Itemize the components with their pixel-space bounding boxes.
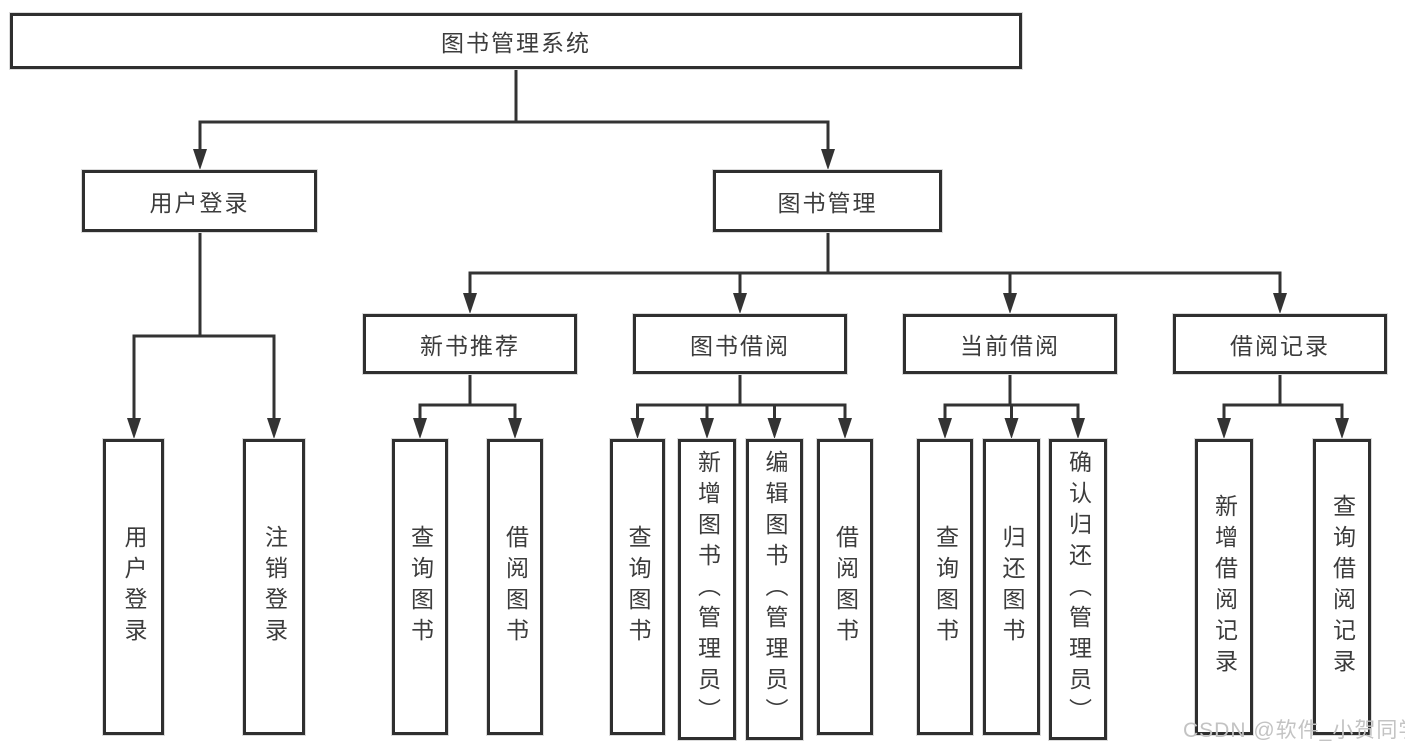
arrowhead-icon: [1273, 293, 1287, 314]
node-label: 新书推荐: [420, 333, 520, 359]
node-label: 用户登录: [149, 190, 250, 216]
leaf-edit-books-admin: 编辑图书（管理员）: [746, 439, 803, 740]
leaf-add-borrow-record: 新增借阅记录: [1195, 439, 1253, 735]
leaf-borrowing-borrow-books: 借阅图书: [817, 439, 873, 735]
node-root: 图书管理系统: [10, 13, 1022, 69]
node-label: 查询图书: [932, 525, 959, 649]
arrowhead-icon: [413, 418, 427, 439]
leaf-borrowing-query-books: 查询图书: [610, 439, 665, 735]
arrowhead-icon: [1335, 418, 1349, 439]
arrowhead-icon: [938, 418, 952, 439]
leaf-recommend-borrow-books: 借阅图书: [487, 439, 543, 735]
node-user-login: 用户登录: [82, 170, 317, 232]
arrowhead-icon: [1004, 418, 1019, 439]
leaf-return-books: 归还图书: [983, 439, 1040, 735]
node-borrowing-records: 借阅记录: [1173, 314, 1387, 374]
leaf-add-books-admin: 新增图书（管理员）: [678, 439, 736, 740]
node-label: 确认归还（管理员）: [1065, 450, 1092, 729]
arrowhead-icon: [267, 418, 281, 439]
arrowhead-icon: [193, 149, 207, 170]
node-label: 用户登录: [121, 525, 147, 649]
node-new-book-recommend: 新书推荐: [363, 314, 577, 374]
node-label: 新增借阅记录: [1211, 494, 1238, 680]
node-book-borrowing: 图书借阅: [633, 314, 847, 374]
node-label: 注销登录: [261, 525, 288, 649]
leaf-query-borrow-record: 查询借阅记录: [1313, 439, 1371, 735]
arrowhead-icon: [733, 293, 747, 314]
arrowhead-icon: [1217, 418, 1231, 439]
node-label: 图书管理系统: [441, 30, 591, 56]
arrowhead-icon: [821, 149, 835, 170]
leaf-confirm-return-admin: 确认归还（管理员）: [1049, 439, 1107, 740]
csdn-watermark: CSDN @软件_小贺同学: [1183, 719, 1405, 742]
arrowhead-icon: [127, 418, 141, 439]
leaf-logout: 注销登录: [243, 439, 305, 735]
leaf-recommend-query-books: 查询图书: [392, 439, 448, 735]
arrowhead-icon: [508, 418, 522, 439]
node-label: 查询图书: [407, 525, 434, 649]
arrowhead-icon: [463, 293, 477, 314]
arrowhead-icon: [1071, 418, 1085, 439]
node-label: 借阅记录: [1230, 333, 1330, 359]
node-current-borrowing: 当前借阅: [903, 314, 1117, 374]
arrowhead-icon: [630, 418, 645, 439]
leaf-user-login: 用户登录: [103, 439, 164, 735]
node-label: 借阅图书: [832, 525, 859, 649]
node-label: 当前借阅: [960, 333, 1060, 359]
arrowhead-icon: [1003, 293, 1017, 314]
leaf-current-query-books: 查询图书: [917, 439, 973, 735]
node-label: 新增图书（管理员）: [694, 450, 721, 729]
node-label: 图书借阅: [690, 333, 790, 359]
arrowhead-icon: [767, 418, 782, 439]
node-label: 编辑图书（管理员）: [762, 450, 788, 729]
node-label: 图书管理: [777, 190, 878, 216]
arrowhead-icon: [700, 418, 714, 439]
node-label: 借阅图书: [502, 525, 529, 649]
node-label: 查询借阅记录: [1329, 494, 1356, 680]
node-label: 查询图书: [625, 525, 651, 649]
node-label: 归还图书: [999, 525, 1025, 649]
arrowhead-icon: [838, 418, 852, 439]
node-book-management: 图书管理: [713, 170, 942, 232]
